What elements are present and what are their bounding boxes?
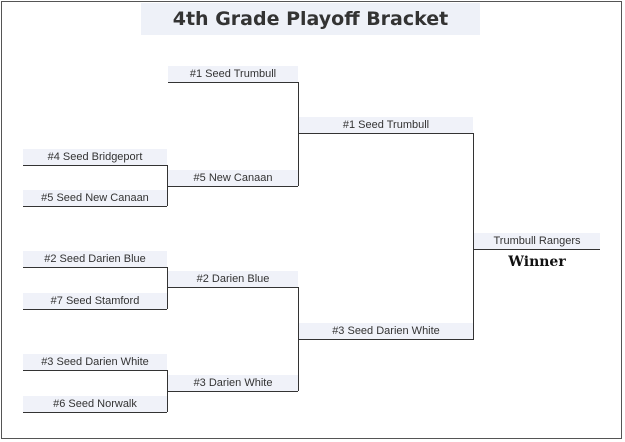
bracket-slot-champion: Trumbull Rangers: [474, 233, 600, 250]
bracket-slot-r2-2: #5 New Canaan: [168, 170, 298, 187]
bracket-slot-semi-1: #1 Seed Trumbull: [299, 117, 473, 134]
bracket-slot-r1-1: #4 Seed Bridgeport: [23, 149, 167, 166]
bracket-slot-r1-2: #5 Seed New Canaan: [23, 190, 167, 207]
connector-r1-a: [167, 165, 168, 206]
connector-semi: [473, 133, 474, 340]
connector-r1-b: [167, 267, 168, 309]
bracket-slot-r1-5: #3 Seed Darien White: [23, 354, 167, 371]
bracket-slot-r1-3: #2 Seed Darien Blue: [23, 251, 167, 268]
bracket-slot-r2-1: #1 Seed Trumbull: [168, 66, 298, 83]
connector-r1-c: [167, 370, 168, 412]
connector-r2-a: [298, 82, 299, 186]
bracket-slot-semi-2: #3 Seed Darien White: [299, 323, 473, 340]
winner-label: Winner: [508, 254, 566, 270]
bracket-slot-r2-3: #2 Darien Blue: [168, 271, 298, 288]
bracket-slot-r1-4: #7 Seed Stamford: [23, 293, 167, 310]
connector-r2-b: [298, 287, 299, 391]
bracket-slot-r2-4: #3 Darien White: [168, 375, 298, 392]
bracket-slot-r1-6: #6 Seed Norwalk: [23, 396, 167, 413]
page-title: 4th Grade Playoff Bracket: [141, 3, 480, 35]
